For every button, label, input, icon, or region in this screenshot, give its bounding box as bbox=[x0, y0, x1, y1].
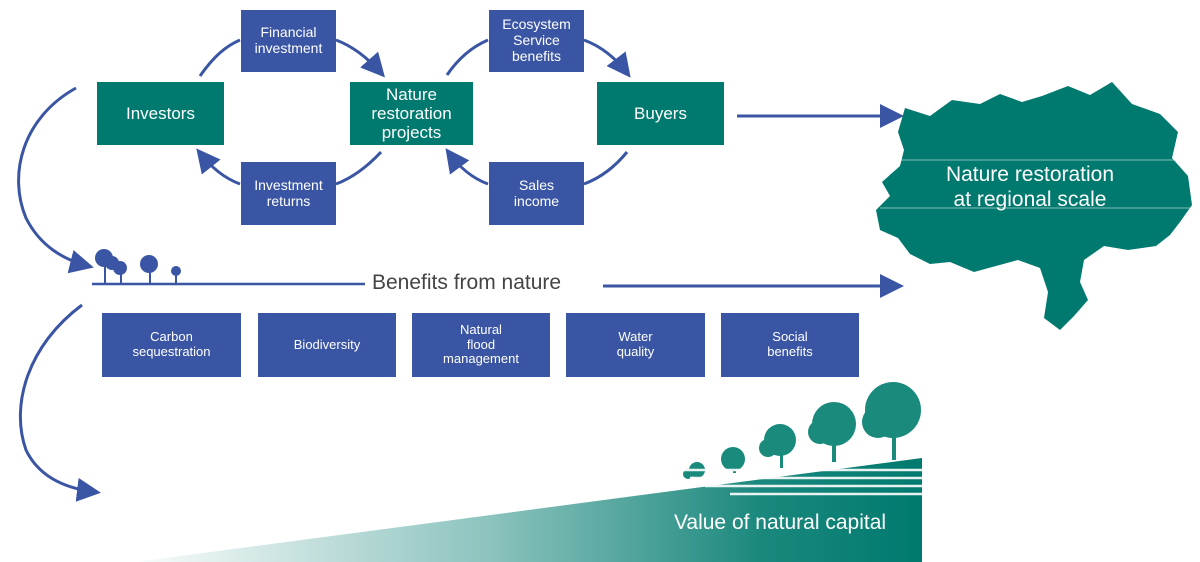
projects-label: Nature restoration projects bbox=[371, 84, 452, 143]
arrow-ecosystem-to-buyers bbox=[583, 38, 631, 78]
benefit-box-biodiversity: Biodiversity bbox=[258, 313, 396, 377]
arrow-benefits-to-capital bbox=[18, 303, 101, 502]
benefit-label-social: Social benefits bbox=[767, 329, 813, 359]
benefit-box-carbon: Carbon sequestration bbox=[102, 313, 241, 377]
benefit-label-flood: Natural flood management bbox=[443, 322, 519, 367]
arrow-financial-to-projects bbox=[335, 38, 385, 78]
benefit-label-water: Water quality bbox=[616, 329, 655, 359]
investors-label: Investors bbox=[126, 103, 195, 123]
financial-investment-box: Financial investment bbox=[241, 10, 336, 72]
tree-stripes bbox=[680, 468, 922, 496]
ecosystem-benefits-label: Ecosystem Service benefits bbox=[502, 16, 571, 64]
arrow-buyers-to-sales bbox=[583, 151, 629, 186]
arrow-to-financial-investment bbox=[198, 38, 241, 77]
benefit-box-water: Water quality bbox=[566, 313, 705, 377]
financial-investment-label: Financial investment bbox=[254, 24, 323, 56]
natural-capital-wedge bbox=[135, 458, 922, 562]
regional-map-shape bbox=[876, 82, 1192, 330]
investment-returns-box: Investment returns bbox=[241, 162, 336, 225]
investors-box: Investors bbox=[97, 82, 224, 145]
arrow-returns-to-investors bbox=[196, 148, 241, 186]
buyers-box: Buyers bbox=[597, 82, 724, 145]
arrow-projects-to-ecosystem bbox=[445, 38, 489, 76]
investor-cycle-arrows bbox=[196, 38, 385, 186]
sales-income-label: Sales income bbox=[513, 176, 560, 209]
sales-income-box: Sales income bbox=[489, 162, 584, 225]
benefits-title: Benefits from nature bbox=[372, 271, 562, 294]
large-trees-icon bbox=[683, 382, 921, 479]
arrow-sales-to-projects bbox=[445, 148, 489, 186]
investment-returns-label: Investment returns bbox=[254, 176, 323, 209]
benefit-label-biodiversity: Biodiversity bbox=[293, 336, 361, 352]
benefit-label-carbon: Carbon sequestration bbox=[132, 329, 211, 359]
benefit-box-flood: Natural flood management bbox=[412, 313, 550, 377]
map-stripes bbox=[880, 159, 1190, 209]
small-trees-icon bbox=[95, 249, 181, 284]
buyer-cycle-arrows bbox=[445, 38, 631, 186]
arrow-projects-to-returns bbox=[335, 150, 383, 186]
capital-label: Value of natural capital bbox=[673, 511, 887, 534]
arrow-investors-to-benefits bbox=[17, 86, 94, 274]
projects-box: Nature restoration projects bbox=[350, 82, 473, 145]
benefit-box-social: Social benefits bbox=[721, 313, 859, 377]
buyers-label: Buyers bbox=[634, 103, 687, 123]
region-label: Nature restoration at regional scale bbox=[945, 163, 1115, 212]
ecosystem-benefits-box: Ecosystem Service benefits bbox=[489, 10, 584, 72]
